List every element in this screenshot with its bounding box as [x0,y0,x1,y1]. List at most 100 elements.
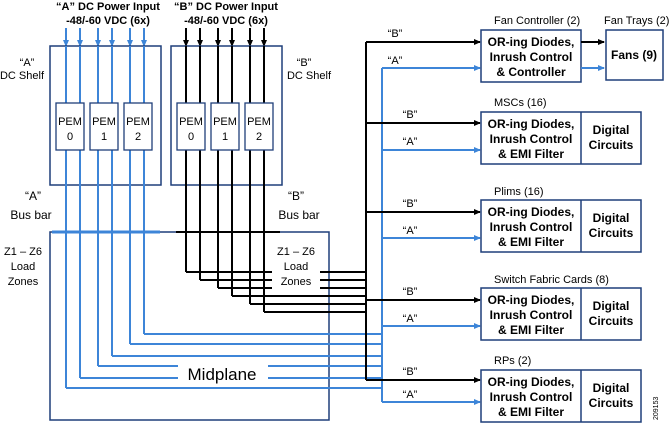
rp-box [480,369,642,423]
fan-controller-line1: OR-ing Diodes, [488,35,575,49]
a-branches [382,65,481,405]
b-pem-0-name: PEM [179,116,203,128]
a-pem-1 [89,102,119,151]
midplane-label: Midplane [188,365,257,384]
sfc-box [480,287,642,341]
b-busbar-label: “B” [288,189,304,203]
b-pem-2-num: 2 [256,131,262,143]
rp-digital-line2: Circuits [589,396,634,410]
b-pem-1-name: PEM [213,116,237,128]
plim-box [480,199,642,253]
sfc-digital-line1: Digital [593,299,630,313]
b-dc-shelf [170,45,283,186]
msc-oring-line3: & EMI Filter [498,147,564,161]
a-dc-shelf [49,45,162,186]
b-shelf-label-2: DC Shelf [287,70,332,82]
fan-controller-box [480,29,582,83]
b-pem-group: PEM 0 PEM 1 PEM 2 [176,102,274,151]
left-load-zone-load: Load [11,261,35,273]
a-power-input-label: “A” DC Power Input [56,1,160,13]
b-busbar-label-2: Bus bar [278,208,319,222]
sfc-oring-line2: Inrush Control [490,308,573,322]
a-pem-1-name: PEM [92,116,116,128]
a-pem-2-name: PEM [126,116,150,128]
a-pem-0-name: PEM [58,116,82,128]
a-pem-1-num: 1 [101,131,107,143]
fans-box [605,29,664,81]
fan-controller-line3: & Controller [496,65,566,79]
b-power-input-label: “B” DC Power Input [174,1,278,13]
rp-oring-line3: & EMI Filter [498,405,564,419]
plim-oring-line2: Inrush Control [490,220,573,234]
fan-a-label: “A” [388,55,403,67]
msc-a-label: “A” [403,136,418,148]
a-shelf-label: “A” [20,57,35,69]
sfc-b-label: “B” [403,286,418,298]
sfc-digital-line2: Circuits [589,314,634,328]
right-load-zone-range: Z1 – Z6 [277,246,315,258]
a-shelf-label-2: DC Shelf [0,70,45,82]
sfc-a-label: “A” [403,313,418,325]
a-pem-0 [55,102,85,151]
a-pem-0-num: 0 [67,131,73,143]
fan-trays-title: Fan Trays (2) [604,15,669,27]
b-pem-2 [244,102,274,151]
a-pem-2 [123,102,153,151]
midplane-label-bg [178,362,268,384]
msc-box [480,111,642,165]
fans-label: Fans (9) [611,48,657,62]
right-zone-bg [272,242,320,290]
sfc-card-group: Switch Fabric Cards (8) OR-ing Diodes, I… [480,274,642,341]
msc-digital-line1: Digital [593,123,630,137]
a-busbar-label: “A” [25,189,41,203]
b-shelf-label: “B” [297,57,312,69]
a-input-arrows [63,28,147,47]
left-zone-bg [2,242,46,290]
plim-digital-line1: Digital [593,211,630,225]
msc-card-group: MSCs (16) OR-ing Diodes, Inrush Control … [480,97,642,165]
plim-digital-line2: Circuits [589,226,634,240]
msc-oring-line1: OR-ing Diodes, [488,117,575,131]
figure-id: 209153 [653,397,660,420]
a-power-input-voltage: -48/-60 VDC (6x) [66,15,150,27]
sfc-oring-line3: & EMI Filter [498,323,564,337]
msc-title: MSCs (16) [494,97,547,109]
b-pem-0-num: 0 [188,131,194,143]
msc-oring-line2: Inrush Control [490,132,573,146]
left-load-zone-range: Z1 – Z6 [4,246,42,258]
b-power-input-voltage: -48/-60 VDC (6x) [184,15,268,27]
fan-controller-title: Fan Controller (2) [494,15,580,27]
b-pem-0 [176,102,206,151]
fan-b-label: “B” [388,28,403,40]
plim-b-label: “B” [403,198,418,210]
sfc-title: Switch Fabric Cards (8) [494,274,609,286]
rp-card-group: RPs (2) OR-ing Diodes, Inrush Control & … [480,355,642,423]
a-vertical-feeds [65,46,145,388]
rp-digital-line1: Digital [593,381,630,395]
a-busbar-label-2: Bus bar [10,208,51,222]
a-pem-group: PEM 0 PEM 1 PEM 2 [55,102,153,151]
plim-title: Plims (16) [494,186,544,198]
b-pem-1-num: 1 [222,131,228,143]
msc-digital-line2: Circuits [589,138,634,152]
msc-b-label: “B” [403,109,418,121]
b-branches [366,39,481,383]
b-pem-2-name: PEM [247,116,271,128]
rp-title: RPs (2) [494,355,531,367]
fan-controller-line2: Inrush Control [490,50,573,64]
b-pem-1 [210,102,240,151]
plim-oring-line3: & EMI Filter [498,235,564,249]
rp-oring-line2: Inrush Control [490,390,573,404]
left-load-zone-zones: Zones [8,276,39,288]
rp-b-label: “B” [403,366,418,378]
right-load-zone-load: Load [284,261,308,273]
plim-oring-line1: OR-ing Diodes, [488,205,575,219]
a-pem-2-num: 2 [135,131,141,143]
sfc-oring-line1: OR-ing Diodes, [488,293,575,307]
b-vertical-feeds [185,46,265,312]
plim-card-group: Plims (16) OR-ing Diodes, Inrush Control… [480,186,642,253]
b-input-arrows [183,28,267,47]
plim-a-label: “A” [403,225,418,237]
right-load-zone-zones: Zones [281,276,312,288]
